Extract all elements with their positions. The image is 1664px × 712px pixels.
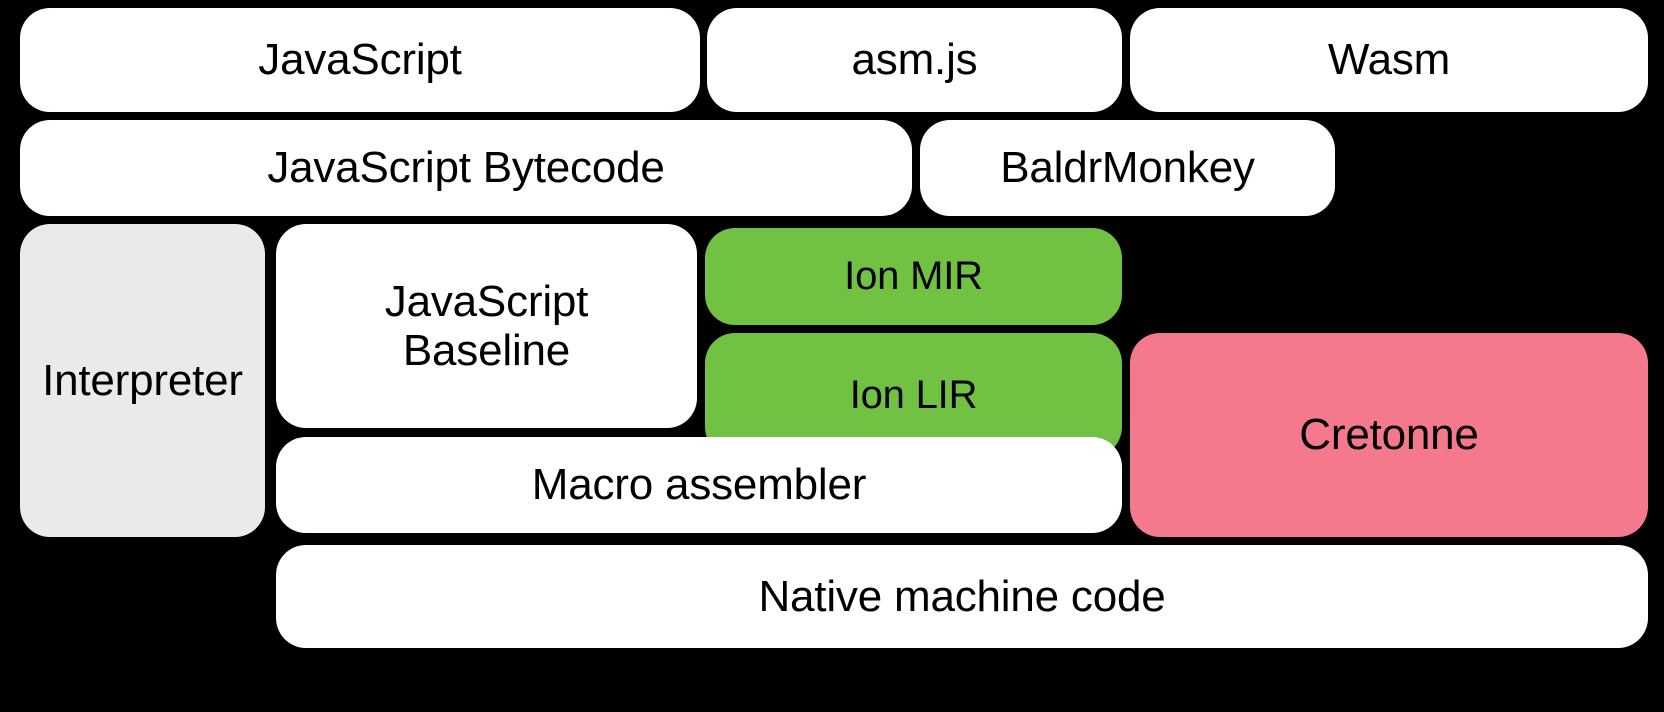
node-macro-assembler: Macro assembler xyxy=(276,437,1122,533)
node-wasm: Wasm xyxy=(1130,8,1648,112)
node-asmjs: asm.js xyxy=(707,8,1122,112)
node-cretonne: Cretonne xyxy=(1130,333,1648,537)
node-javascript-baseline: JavaScript Baseline xyxy=(276,224,697,428)
node-ion-lir: Ion LIR xyxy=(705,333,1122,457)
node-interpreter: Interpreter xyxy=(20,224,265,537)
node-ion-mir: Ion MIR xyxy=(705,228,1122,325)
node-javascript-bytecode: JavaScript Bytecode xyxy=(20,120,912,216)
node-native-machine-code: Native machine code xyxy=(276,545,1648,648)
node-javascript: JavaScript xyxy=(20,8,700,112)
node-baldrmonkey: BaldrMonkey xyxy=(920,120,1335,216)
